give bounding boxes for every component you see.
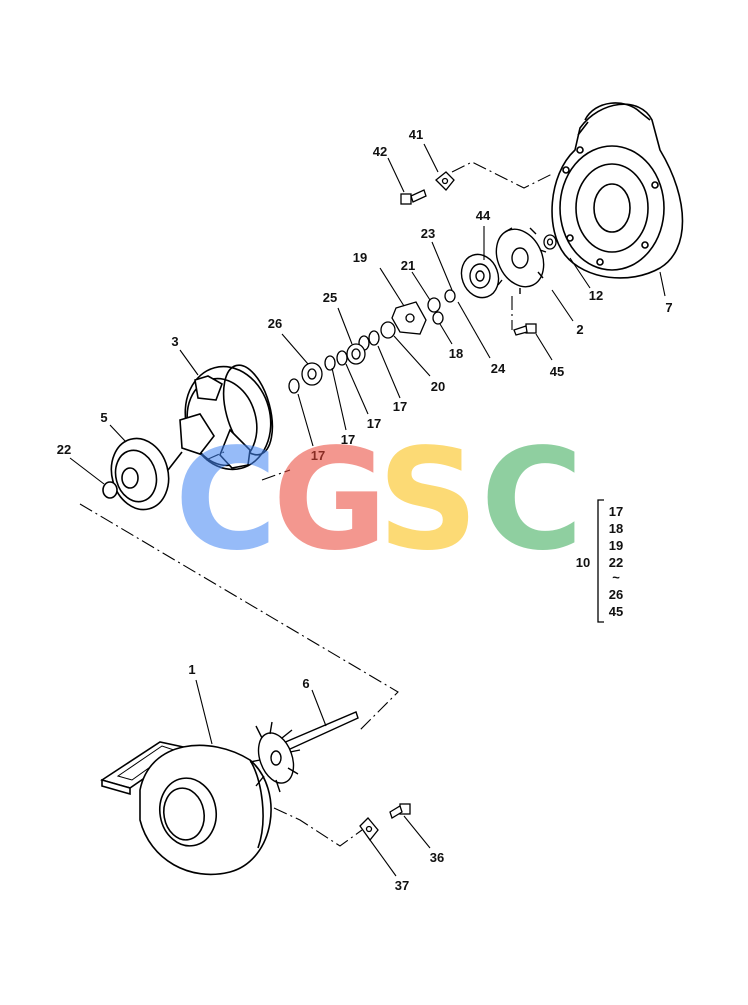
callout-19: 19	[353, 250, 367, 265]
part-18-bushing	[432, 311, 444, 325]
part-41-lock-plate	[435, 171, 455, 191]
part-45-bolt	[513, 323, 537, 336]
kit-list: 10 17 18 19 22 ~ 26 45	[576, 504, 623, 619]
callout-labels: 1 2 3 5 6 7 12 17 17 17 17 18 19 20 21 2…	[57, 127, 673, 893]
kit-item: 26	[609, 587, 623, 602]
callout-20: 20	[431, 379, 445, 394]
callout-1: 1	[188, 662, 195, 677]
callout-7: 7	[665, 300, 672, 315]
kit-bracket	[597, 499, 604, 623]
watermark-letter: G	[273, 419, 388, 582]
watermark-letter: C	[481, 419, 584, 582]
callout-17-c: 17	[367, 416, 381, 431]
part-20-ring	[380, 321, 396, 339]
callout-44: 44	[476, 208, 491, 223]
callout-21: 21	[401, 258, 415, 273]
callout-25: 25	[323, 290, 337, 305]
kit-item: 45	[609, 604, 623, 619]
callout-23: 23	[421, 226, 435, 241]
part-44-seal-plate	[460, 253, 500, 299]
callout-24: 24	[491, 361, 506, 376]
callout-36: 36	[430, 850, 444, 865]
watermark-letter: S	[378, 419, 479, 582]
callout-42: 42	[373, 144, 387, 159]
callout-17-b: 17	[341, 432, 355, 447]
kit-item: 19	[609, 538, 623, 553]
part-37-lock-plate	[359, 817, 379, 842]
part-2-compressor-wheel	[495, 227, 547, 294]
callout-5: 5	[100, 410, 107, 425]
callout-18: 18	[449, 346, 463, 361]
part-7-compressor-housing	[551, 102, 684, 279]
part-12-nut	[543, 234, 557, 250]
watermark-letter: C	[175, 419, 278, 582]
callout-17-a: 17	[311, 448, 325, 463]
part-6-shaft-wheel	[249, 711, 359, 793]
part-23-ring	[444, 289, 456, 303]
part-22-o-ring	[102, 481, 118, 499]
callout-6: 6	[302, 676, 309, 691]
part-5-back-plate	[110, 437, 183, 511]
callout-26: 26	[268, 316, 282, 331]
callout-37: 37	[395, 878, 409, 893]
small-parts-stack	[288, 289, 456, 394]
part-42-bolt	[400, 189, 427, 205]
callout-12: 12	[589, 288, 603, 303]
cgsc-watermark: C G S C	[175, 419, 584, 582]
part-21-sleeve	[427, 297, 441, 313]
callout-45: 45	[550, 364, 564, 379]
kit-range-tilde: ~	[612, 570, 620, 585]
kit-label: 10	[576, 555, 590, 570]
part-3-center-housing	[179, 364, 274, 471]
callout-41: 41	[409, 127, 423, 142]
assembly-centerlines	[79, 161, 553, 847]
callout-3: 3	[171, 334, 178, 349]
kit-item: 18	[609, 521, 623, 536]
part-36-bolt	[389, 803, 411, 819]
callout-17-d: 17	[393, 399, 407, 414]
part-1-turbine-housing	[100, 741, 272, 876]
kit-item: 17	[609, 504, 623, 519]
callout-22: 22	[57, 442, 71, 457]
callout-2: 2	[576, 322, 583, 337]
leader-lines	[69, 143, 666, 877]
kit-item: 22	[609, 555, 623, 570]
